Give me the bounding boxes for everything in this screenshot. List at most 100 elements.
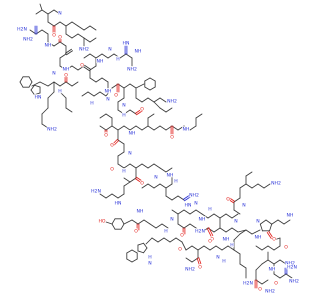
bond-143 [141,163,149,169]
bond-297 [159,125,167,131]
bond-271 [279,259,287,265]
atom-label-o-66: O [226,197,230,203]
bond-250 [251,229,261,235]
atom-label-h-57: H [230,243,233,249]
bond-63 [83,53,91,59]
bond-198 [171,209,179,215]
bond-layer [19,3,293,289]
bond-188 [137,250,144,254]
atom-label-o-59: O [198,265,202,271]
atom-label-n-50: N [194,201,197,207]
bond-15 [71,33,79,39]
bond-314 [227,245,235,251]
bond-315 [201,213,209,219]
bond-157 [141,183,149,189]
bond-258 [233,233,241,241]
bond-51 [53,81,61,87]
bond-238 [263,183,271,189]
bond-192 [145,237,153,245]
bond-266 [267,245,275,251]
bond-2 [47,9,55,15]
bond-316 [207,213,215,219]
bond-240 [233,197,241,203]
atom-label-layer: ONNH2H2NNH2NHONHHNNHONH2HNHNONHNH2NHHNON… [16,10,299,296]
atom-label-nh-38: NH [167,173,174,179]
atom-label-nh-19: NH [135,49,142,55]
bond-254 [268,231,274,238]
atom-label-nh2-4: NH2 [23,37,33,43]
bond-227 [196,257,200,265]
bond-219 [219,213,227,219]
bond-36 [65,48,72,54]
atom-label-n-15: N [108,47,111,53]
bond-177 [143,219,151,225]
bond-14 [65,33,73,39]
bond-286 [83,25,91,31]
bond-90 [129,83,137,89]
bond-24 [47,41,55,47]
bond-205 [183,223,191,229]
bond-122 [123,125,131,131]
atom-label-n-1: N [58,11,61,17]
bond-144 [147,163,155,169]
bond-37 [28,81,33,88]
bond-214 [213,227,221,233]
bond-127 [141,125,149,131]
bond-285 [77,25,85,31]
bond-67 [107,53,115,59]
bond-155 [105,193,113,199]
bond-209 [195,227,203,233]
bond-264 [255,245,263,251]
atom-label-n-67: N [256,219,259,225]
bond-43 [34,92,41,96]
bond-221 [231,213,239,219]
bond-108 [117,97,125,103]
atom-label-n-46: N [148,261,151,267]
bond-202 [195,209,203,215]
bond-251 [245,229,253,235]
bond-113 [136,110,143,116]
bond-52 [59,81,67,87]
bond-70 [89,65,97,71]
bond-287 [89,25,97,31]
atom-label-h-10: H [58,89,61,95]
atom-label-h2n-35: H2N [91,189,101,195]
atom-label-ho-42: HO [98,219,105,225]
bond-256 [277,219,285,225]
bond-243 [228,196,235,202]
bond-220 [225,213,233,219]
bond-96 [105,87,113,97]
bond-322 [273,237,281,241]
bond-168 [120,223,125,230]
bond-260 [233,249,241,255]
atom-label-o-6: O [58,35,62,41]
bond-320 [245,171,253,177]
bond-7 [59,21,67,27]
bond-237 [257,183,265,189]
bond-295 [159,107,167,113]
atom-label-o-16: O [80,63,84,69]
bond-262 [239,263,247,269]
bond-226 [185,257,193,263]
bond-100 [81,91,89,97]
bond-6 [53,21,61,27]
bond-131 [147,113,155,119]
atom-label-o-34: O [140,181,144,187]
bond-153 [117,193,125,199]
bond-140 [123,163,131,169]
atom-label-nh2-24: NH2 [167,99,177,105]
atom-label-n-65: N [242,203,245,209]
bond-300 [177,125,185,131]
bond-33 [65,65,73,71]
bond-16 [77,33,85,39]
bond-159 [153,183,161,189]
bond-53 [65,81,73,87]
atom-label-nh-69: NH [287,213,294,219]
bond-185 [131,249,138,254]
bond-197 [161,223,169,229]
bond-181 [131,258,138,263]
atom-label-nh-5: NH [45,43,52,49]
bond-317 [213,213,221,219]
atom-label-nh2-64: NH2 [271,181,281,187]
bond-267 [273,245,281,251]
